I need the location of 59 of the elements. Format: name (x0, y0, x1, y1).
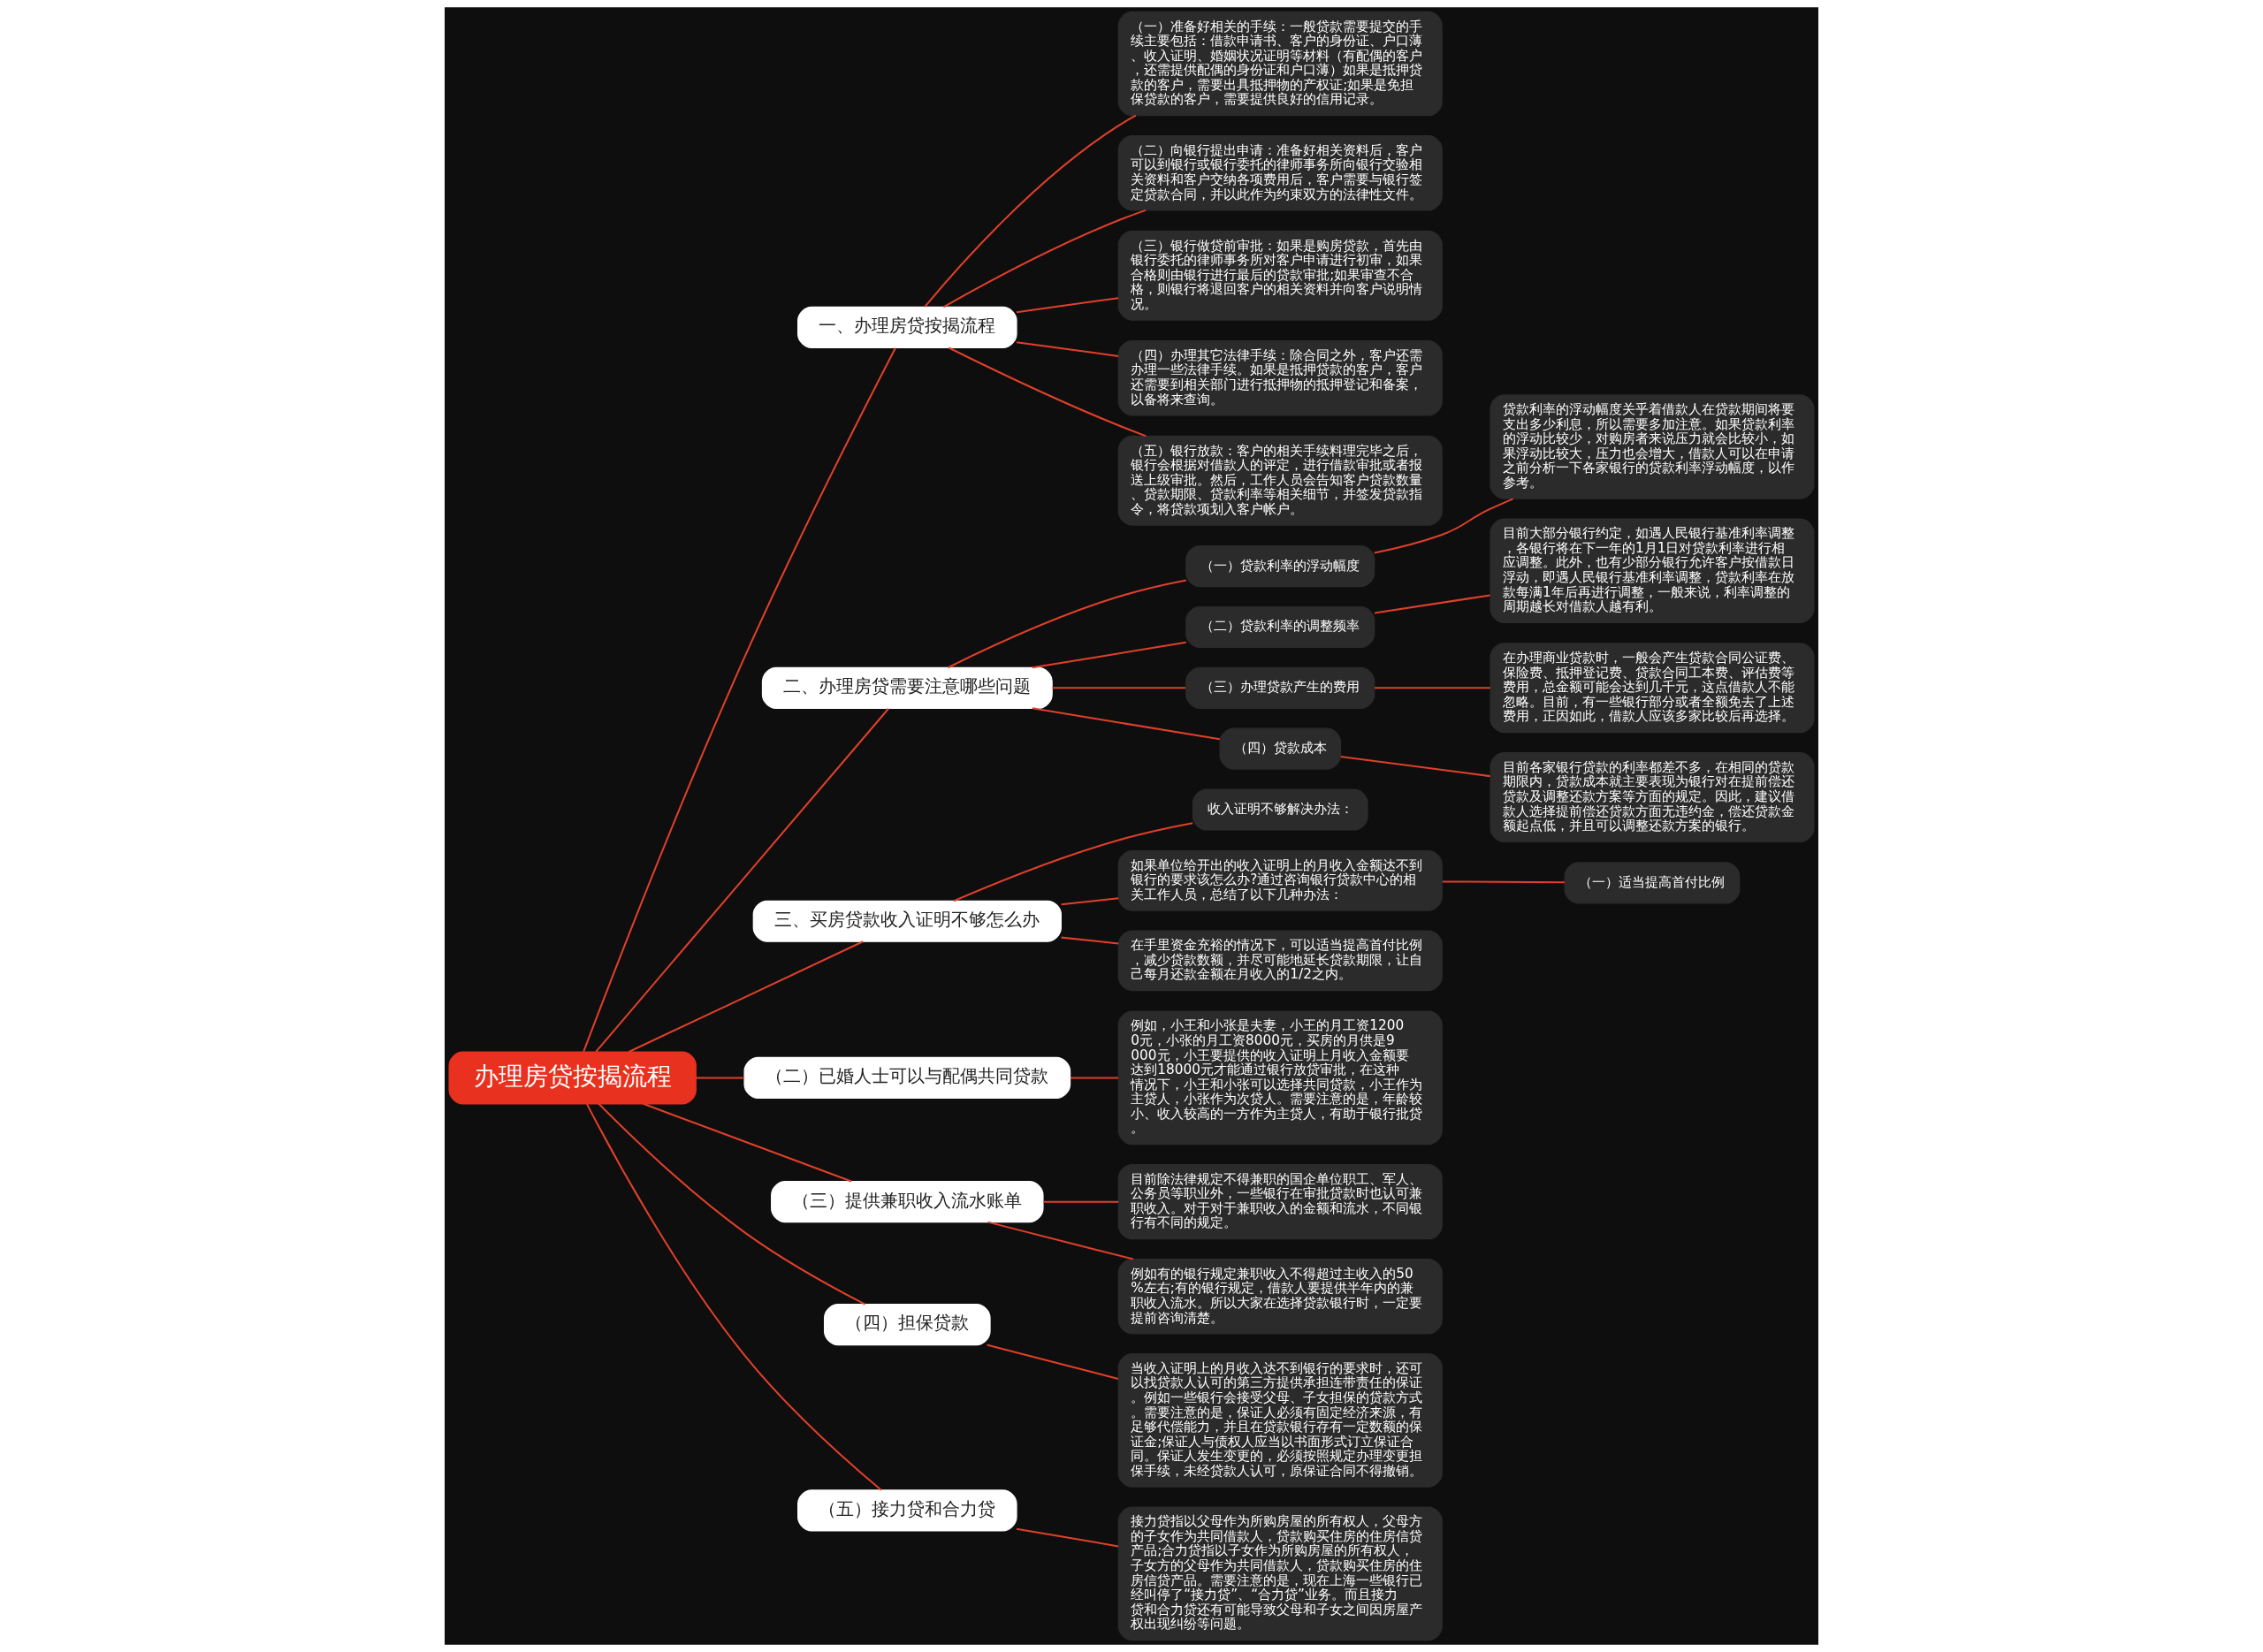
connector (987, 1344, 1119, 1380)
connector (1032, 641, 1186, 669)
node-box: 二、办理房贷需要注意哪些问题 (761, 666, 1053, 709)
node-box: （一）贷款利率的浮动幅度 (1185, 545, 1375, 588)
connector (1043, 1200, 1119, 1203)
connector (987, 1221, 1134, 1260)
connector (942, 209, 1147, 308)
node-box: （一）准备好相关的手续：一般贷款需要提交的手续主要包括：借款申请书、客户的身份证、户口薄、收入证明、婚姻状况证明等材料（有配偶的客户，还需提供配偶的身份证和户口薄）如果是抵押贷款的客户，需要出具抵押物的产权证;如果是免担保贷款的客户，需要提供良好的信用记录。 (1117, 11, 1443, 117)
node-box: 一、办理房贷按揭流程 (797, 306, 1017, 348)
node-box: 目前除法律规定不得兼职的国企单位职工、军人、公务员等职业外，一些银行在审批贷款时也认可兼职收入。对于对于兼职收入的金额和流水，不同银行有不同的规定。 (1117, 1163, 1443, 1240)
node-box: （四）担保贷款 (823, 1304, 991, 1346)
connector (924, 114, 1137, 308)
connector (1374, 498, 1513, 554)
connector (595, 708, 889, 1053)
node-box: （四）办理其它法律手续：除合同之外，客户还需办理一些法律手续。如果是抵押贷款的客户，客户还需要到相关部门进行抵押物的抵押登记和备案，以备将来查询。 (1117, 340, 1443, 416)
connector (1442, 880, 1565, 884)
node-box: （三）银行做贷前审批：如果是购房贷款，首先由银行委托的律师事务所对客户申请进行初审，如果合格则由银行进行最后的贷款审批;如果审查不合格，则银行将退回客户的相关资料并向客户说明情况。 (1117, 230, 1443, 321)
node-box: 三、买房贷款收入证明不够怎么办 (752, 900, 1062, 942)
node-box: （一）适当提高首付比例 (1564, 862, 1741, 904)
connector (1061, 936, 1119, 945)
connector (598, 1103, 866, 1306)
connector (1052, 687, 1186, 689)
node-box: 如果单位给开出的收入证明上的月收入金额达不到银行的要求该怎么办?通过咨询银行贷款中心的相关工作人员，总结了以下几种办法： (1117, 849, 1443, 911)
connector (1340, 755, 1490, 778)
node-box: 在手里资金充裕的情况下，可以适当提高首付比例，减少贷款数额，并尽可能地延长贷款期限，让自己每月还款金额在月收入的1/2之内。 (1117, 930, 1443, 992)
connector (1016, 341, 1119, 357)
connector (1070, 1077, 1119, 1079)
connector (583, 347, 896, 1052)
node-box: （三）办理贷款产生的费用 (1185, 666, 1375, 709)
node-box: 办理房贷按揭流程 (448, 1051, 697, 1105)
connector (696, 1077, 744, 1079)
node-box: 例如有的银行规定兼职收入不得超过主收入的50%左右;有的银行规定，借款人要提供半年内的兼职收入流水。所以大家在选择贷款银行时，一定要提前咨询清楚。 (1117, 1259, 1443, 1335)
node-box: 接力贷指以父母作为所购房屋的所有权人，父母方的子女作为共同借款人，贷款购买住房的住房信贷产品;合力贷指以子女作为所购房屋的所有权人，子女方的父母作为共同借款人，贷款购买住房的住房信贷产品。需要注意的是，现在上海一些银行已经叫停了“接力贷”、“合力贷”业务。而且接力贷和合力贷还有可能导致父母和子女之间因房屋产权出现纠纷等问题。 (1117, 1506, 1443, 1641)
connector (948, 579, 1186, 669)
node-box: 目前大部分银行约定，如遇人民银行基准利率调整，各银行将在下一年的1月1日对贷款利率进行相应调整。此外，也有少部分银行允许客户按借款日浮动，即遇人民银行基准利率调整，贷款利率在放款每满1年后再进行调整，一般来说，利率调整的周期越长对借款人越有利。 (1490, 518, 1815, 624)
connector (953, 822, 1193, 902)
node-box: 贷款利率的浮动幅度关乎着借款人在贷款期间将要支出多少利息，所以需要多加注意。如果贷款利率的浮动比较少，对购房者来说压力就会比较小，如果浮动比较大，压力也会增大，借款人可以在申请之前分析一下各家银行的贷款利率浮动幅度，以作参考。 (1490, 394, 1815, 499)
connector (629, 940, 864, 1053)
connector (586, 1103, 882, 1491)
connector (1374, 594, 1490, 614)
connector (643, 1102, 852, 1183)
connector (948, 346, 1147, 438)
connector (1016, 297, 1119, 314)
node-box: （五）接力贷和合力贷 (797, 1489, 1017, 1532)
node-box: （四）贷款成本 (1219, 727, 1342, 770)
node-box: （二）已婚人士可以与配偶共同贷款 (743, 1056, 1071, 1099)
connector (1375, 687, 1490, 689)
node-box: 在办理商业贷款时，一般会产生贷款合同公证费、保险费、抵押登记费、贷款合同工本费、评估费等费用，总金额可能会达到几千元，这点借款人不能忽略。目前，有一些银行部分或者全额免去了上述费用，正因如此，借款人应该多家比较后再选择。 (1490, 643, 1815, 734)
node-box: 当收入证明上的月收入达不到银行的要求时，还可以找贷款人认可的第三方提供承担连带责任的保证。例如一些银行会接受父母、子女担保的贷款方式。需要注意的是，保证人必须有固定经济来源，有足够代偿能力，并且在贷款银行存有一定数额的保证金;保证人与债权人应当以书面形式订立保证合同。保证人发生变更的，必须按照规定办理变更担保手续，未经贷款人认可，原保证合同不得撤销。 (1117, 1353, 1443, 1488)
node-box: （三）提供兼职收入流水账单 (771, 1181, 1044, 1223)
node-box: 例如，小王和小张是夫妻，小王的月工资12000元，小张的月工资8000元，买房的月供是9000元，小王要提供的收入证明上月收入金额要达到18000元才能通过银行放贷审批，在这种情况下，小王和小张可以选择共同贷款，小王作为主贷人，小张作为次贷人。需要注意的是，年龄较小、收入较高的一方作为主贷人，有助于银行批贷。 (1117, 1010, 1443, 1146)
node-box: （五）银行放款：客户的相关手续料理完毕之后，银行会根据对借款人的评定，进行借款审批或者报送上级审批。然后，工作人员会告知客户贷款数量、贷款期限、贷款利率等相关细节，并签发贷款指令，将贷款项划入客户帐户。 (1117, 435, 1443, 526)
connector (1016, 1527, 1119, 1548)
node-box: （二）向银行提出申请：准备好相关资料后，客户可以到银行或银行委托的律师事务所向银行交验相关资料和客户交纳各项费用后，客户需要与银行签定贷款合同，并以此作为约束双方的法律性文件。 (1117, 135, 1443, 211)
connector (1032, 707, 1220, 741)
node-box: 收入证明不够解决办法： (1192, 788, 1368, 831)
connector (1061, 897, 1119, 906)
node-box: 目前各家银行贷款的利率都差不多，在相同的贷款期限内，贷款成本就主要表现为银行对在提前偿还贷款及调整还款方案等方面的规定。因此，建议借款人选择提前偿还贷款方面无违约金，偿还贷款金额起点低，并且可以调整还款方案的银行。 (1490, 752, 1815, 842)
node-box: （二）贷款利率的调整频率 (1185, 605, 1375, 649)
